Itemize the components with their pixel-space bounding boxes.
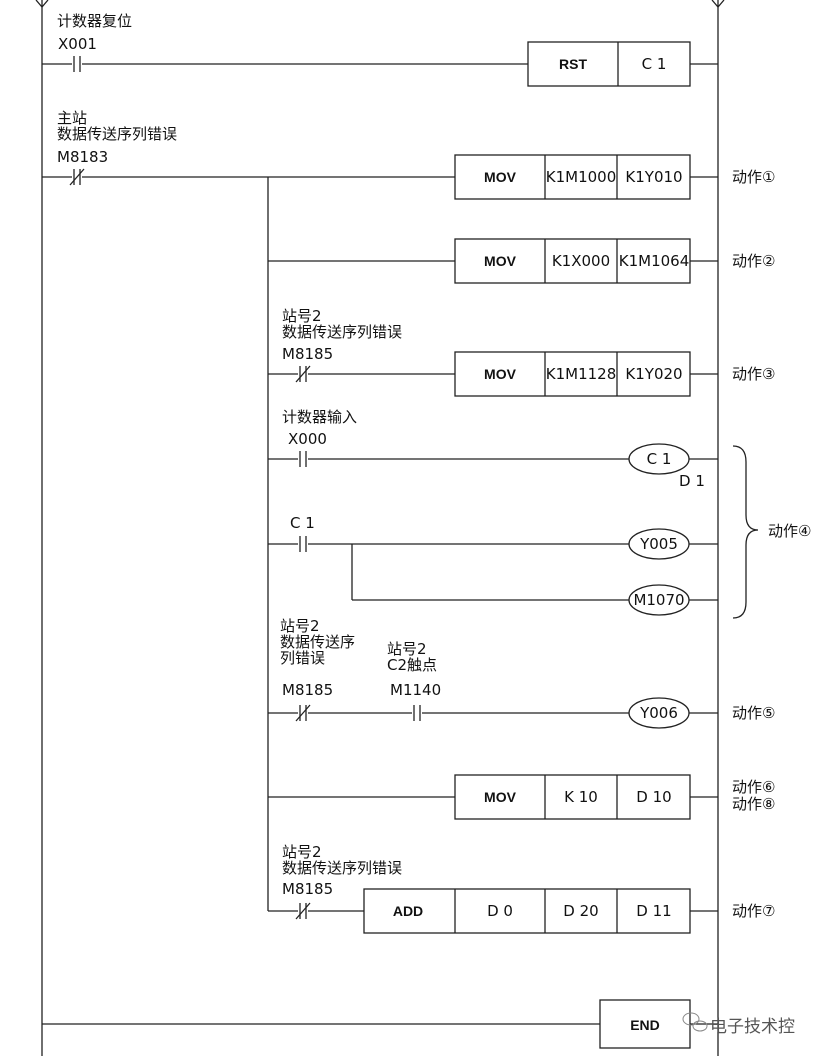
rung3-comment-1: 站号2	[282, 307, 322, 325]
watermark-text: 电子技术控	[710, 1017, 795, 1037]
rung3-comment-2: 数据传送序列错误	[282, 323, 402, 341]
action-4-label: 动作④	[768, 522, 811, 540]
action-7-label: 动作⑦	[732, 902, 775, 920]
add-operand-2: D 20	[563, 902, 598, 920]
nc-contact-m8185-a[interactable]	[295, 365, 311, 383]
rung5-contact-label: C 1	[290, 514, 315, 532]
mov3-opcode: MOV	[484, 366, 517, 382]
action-3-label: 动作③	[732, 365, 775, 383]
add-operand-1: D 0	[487, 902, 513, 920]
rung1-comment: 计数器复位	[57, 12, 132, 30]
coil-m1070-label: M1070	[633, 591, 684, 609]
rung6-c1-comment-3: 列错误	[280, 649, 325, 667]
wechat-icon	[682, 1012, 708, 1032]
add-instruction-box[interactable]	[363, 888, 691, 934]
rst-opcode: RST	[559, 56, 587, 72]
mov-box-3[interactable]	[454, 351, 691, 397]
nc-contact-m8183[interactable]	[69, 168, 85, 186]
rung-7: MOV K 10 D 10 动作⑥ 动作⑧	[268, 774, 775, 820]
rung-8: 站号2 数据传送序列错误 M8185 ADD D 0 D 20 D 11 动作⑦	[268, 843, 775, 934]
rung6-c1-comment-2: 数据传送序	[280, 633, 355, 651]
rung1-contact-label: X001	[58, 35, 97, 53]
mov3-source: K1M1128	[546, 365, 617, 383]
rung-5: C 1 Y005 M1070 动作④	[268, 445, 811, 619]
no-contact-c1[interactable]	[299, 536, 307, 552]
end-instruction-box[interactable]	[599, 999, 691, 1049]
rung2-comment-2: 数据传送序列错误	[57, 125, 177, 143]
action-6-label: 动作⑥	[732, 778, 775, 796]
mov1-source: K1M1000	[546, 168, 617, 186]
watermark: 电子技术控	[682, 1012, 795, 1037]
action-2-label: 动作②	[732, 252, 775, 270]
rung4-comment: 计数器输入	[282, 408, 357, 426]
rung6-c1-contact-label: M8185	[282, 681, 333, 699]
mov2-source: K1X000	[552, 252, 610, 270]
add-dest: D 11	[636, 902, 671, 920]
coil-y006-label: Y006	[639, 704, 678, 722]
coil-c1-param: D 1	[679, 472, 705, 490]
rung-2: 主站 数据传送序列错误 M8183 MOV K1M1000 K1Y010 动作①…	[42, 109, 775, 911]
rung6-c2-contact-label: M1140	[390, 681, 441, 699]
end-label: END	[630, 1017, 660, 1033]
mov4-dest: D 10	[636, 788, 671, 806]
add-opcode: ADD	[393, 903, 423, 919]
no-contact-x001[interactable]	[73, 56, 81, 72]
rst-operand: C 1	[642, 55, 667, 73]
rung8-contact-label: M8185	[282, 880, 333, 898]
rung2-contact-label: M8183	[57, 148, 108, 166]
nc-contact-m8185-b[interactable]	[295, 704, 311, 722]
mov2-dest: K1M1064	[619, 252, 690, 270]
nc-contact-m8185-c[interactable]	[295, 902, 311, 920]
rung8-comment-1: 站号2	[282, 843, 322, 861]
action-8-label: 动作⑧	[732, 795, 775, 813]
action-5-label: 动作⑤	[732, 704, 775, 722]
mov-box-4[interactable]	[454, 774, 691, 820]
no-contact-m1140[interactable]	[413, 705, 421, 721]
no-contact-x000[interactable]	[299, 451, 307, 467]
rung-1: 计数器复位 X001 RST C 1	[42, 12, 718, 87]
rung4-contact-label: X000	[288, 430, 327, 448]
rung-3: 站号2 数据传送序列错误 M8185 MOV K1M1128 K1Y020 动作…	[268, 307, 775, 397]
left-rail-top-mark	[35, 0, 49, 8]
mov1-opcode: MOV	[484, 169, 517, 185]
rst-instruction-box[interactable]	[527, 41, 691, 87]
action-4-brace	[732, 445, 759, 619]
rung-6: 站号2 数据传送序 列错误 M8185 站号2 C2触点 M1140 Y006 …	[268, 617, 775, 729]
mov-box-2[interactable]	[454, 238, 691, 284]
rung-4: 计数器输入 X000 C 1 D 1	[268, 408, 718, 490]
coil-c1-label: C 1	[647, 450, 672, 468]
rung8-comment-2: 数据传送序列错误	[282, 859, 402, 877]
mov2-opcode: MOV	[484, 253, 517, 269]
mov4-source: K 10	[564, 788, 598, 806]
rung-end: END	[42, 999, 718, 1049]
rung2-comment-1: 主站	[57, 109, 87, 127]
rung3-contact-label: M8185	[282, 345, 333, 363]
mov4-opcode: MOV	[484, 789, 517, 805]
rung6-c2-comment-2: C2触点	[387, 656, 437, 674]
mov3-dest: K1Y020	[625, 365, 682, 383]
rung6-c1-comment-1: 站号2	[280, 617, 320, 635]
mov1-dest: K1Y010	[625, 168, 682, 186]
right-rail-top-mark	[711, 0, 725, 8]
action-1-label: 动作①	[732, 168, 775, 186]
coil-y005-label: Y005	[639, 535, 678, 553]
rung6-c2-comment-1: 站号2	[387, 640, 427, 658]
